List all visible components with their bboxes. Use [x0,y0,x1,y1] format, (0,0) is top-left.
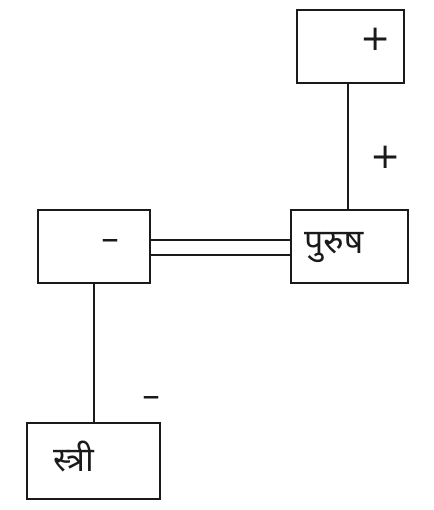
node-box-left [37,209,151,284]
node-left-sign: – [101,218,119,259]
node-top-right-sign: + [360,18,391,59]
node-purush-label: पुरुष [304,222,364,262]
node-box-purush [290,209,409,284]
edge-left-to-stri-label: – [142,375,160,416]
edge-top-to-purush-label: + [370,136,401,177]
node-stri-label: स्त्री [53,440,94,480]
node-box-top-right [296,9,405,84]
